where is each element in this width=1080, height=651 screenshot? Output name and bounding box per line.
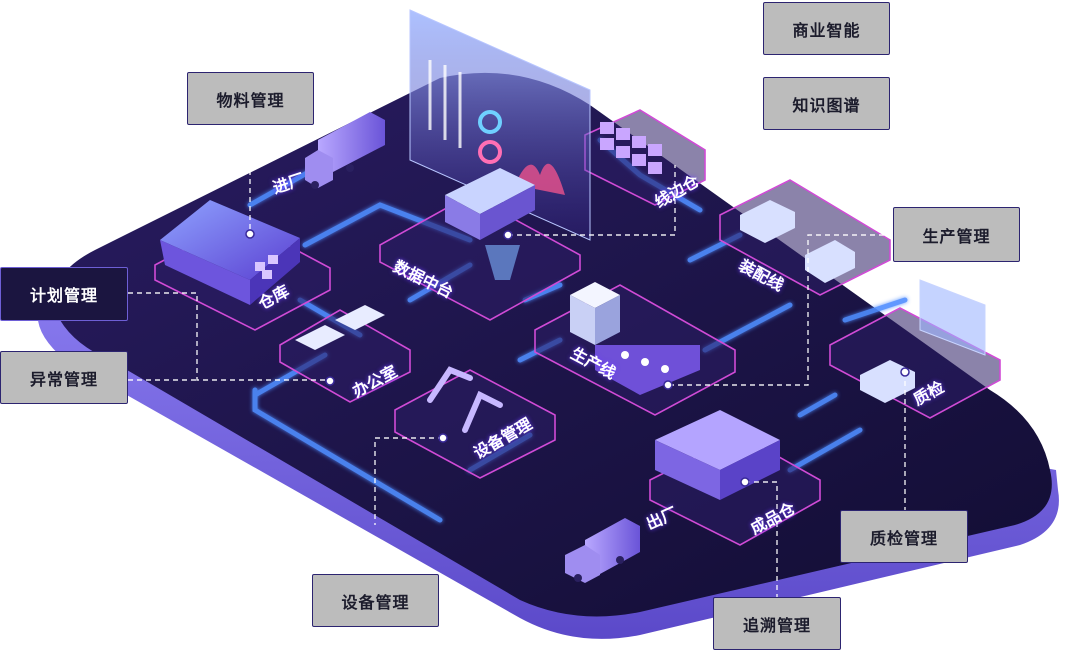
callout-plan-management: 计划管理 (0, 267, 128, 321)
outbound-truck (565, 518, 640, 583)
callout-label: 质检管理 (869, 528, 938, 548)
callout-equipment-management: 设备管理 (312, 574, 439, 627)
callout-knowledge-graph: 知识图谱 (763, 77, 890, 130)
callout-label: 计划管理 (29, 286, 98, 305)
callout-traceability-management: 追溯管理 (713, 597, 841, 650)
callout-material-management: 物料管理 (187, 72, 314, 125)
callout-label: 商业智能 (792, 20, 861, 40)
zone-qc (829, 307, 1001, 419)
callout-label: 异常管理 (29, 369, 98, 389)
production-machine (570, 282, 700, 395)
equipment-robots (427, 366, 503, 433)
finished-goods-building (655, 410, 780, 500)
callout-exception-management: 异常管理 (0, 351, 128, 404)
callout-label: 知识图谱 (792, 95, 861, 115)
callout-business-intelligence: 商业智能 (763, 2, 890, 55)
inbound-truck (305, 112, 385, 189)
callout-label: 追溯管理 (742, 615, 811, 635)
callout-quality-management: 质检管理 (840, 510, 968, 563)
line-side-racks (600, 122, 662, 174)
callout-production-management: 生产管理 (893, 207, 1020, 262)
data-center-machine (445, 168, 535, 280)
office-desks (295, 305, 385, 350)
warehouse-building (160, 200, 300, 305)
callout-label: 物料管理 (216, 90, 285, 110)
callout-connectors (128, 125, 906, 598)
callout-label: 生产管理 (922, 226, 991, 246)
assembly-vehicles (740, 200, 855, 283)
connector-endpoints (245, 229, 910, 487)
callout-label: 设备管理 (341, 592, 410, 612)
